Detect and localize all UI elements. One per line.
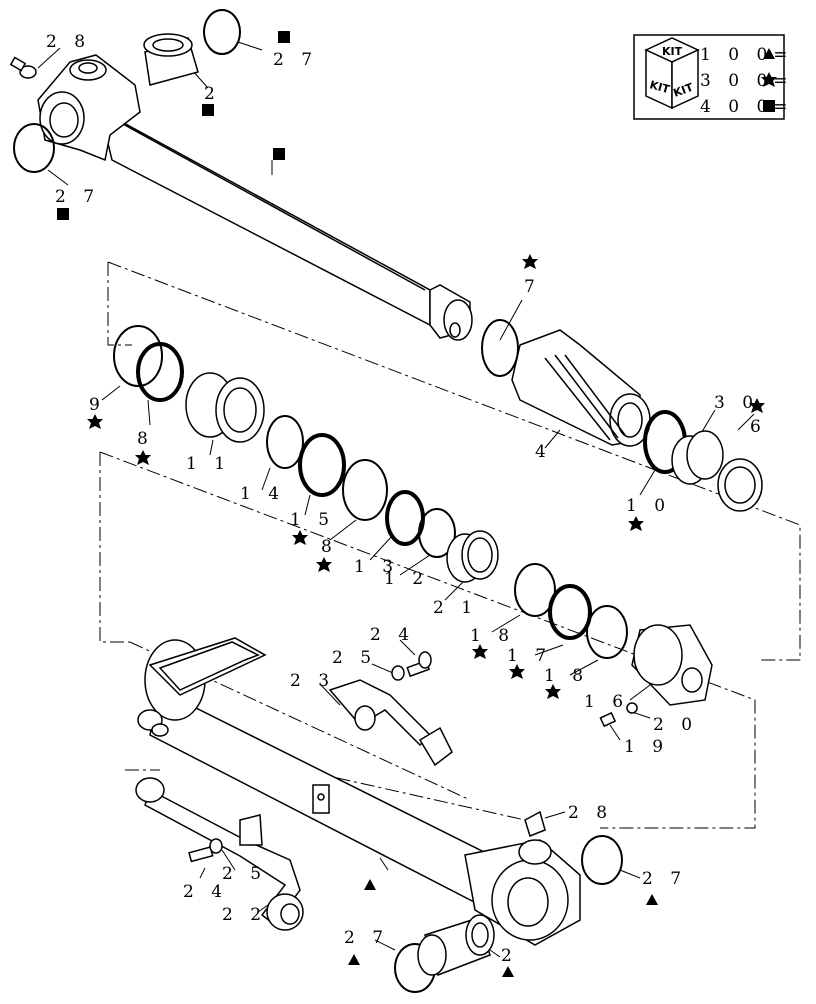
label-7: 7 [524, 277, 541, 297]
wear-ring-21 [446, 530, 499, 583]
label-16: 1 6 [584, 692, 629, 712]
label-10: 1 0 [626, 496, 671, 516]
o-ring-15 [298, 433, 346, 497]
bushing-bottom [417, 914, 495, 976]
wiper-6 [717, 458, 763, 512]
label-11: 1 1 [186, 454, 231, 474]
label-2-top: 2 [204, 84, 221, 104]
label-18-a: 1 8 [470, 626, 515, 646]
label-28-top: 2 8 [46, 32, 91, 52]
tube-23 [328, 679, 453, 767]
washer-25-top [391, 665, 405, 681]
label-24-top: 2 4 [370, 625, 415, 645]
label-2-bottom: 2 [501, 946, 518, 966]
legend-row-3: 4 0 0= [700, 97, 794, 117]
ring-18-a [514, 563, 556, 617]
seal-ring-27-left [13, 123, 55, 173]
grease-fitting-bottom [518, 810, 552, 865]
grease-fitting-top [9, 56, 37, 79]
backup-ring-8-b [342, 459, 388, 521]
label-27-top: 2 7 [273, 50, 318, 70]
washer-25-bottom [209, 838, 223, 854]
legend-row-1: 1 0 0= [700, 45, 794, 65]
label-25-top: 2 5 [332, 648, 377, 668]
label-30: 3 0 [714, 393, 759, 413]
label-19: 1 9 [624, 737, 669, 757]
label-17: 1 7 [507, 646, 552, 666]
piston-16 [631, 624, 713, 706]
bearing-11 [185, 372, 265, 443]
label-24-bottom: 2 4 [183, 882, 228, 902]
label-27-left: 2 7 [55, 187, 100, 207]
label-21: 2 1 [433, 598, 478, 618]
seal-ring-27-top [203, 9, 241, 55]
kit-cube-icon [644, 37, 700, 110]
snap-ring-14 [266, 415, 304, 469]
label-28-bottom: 2 8 [568, 803, 613, 823]
ring-18-b [586, 605, 628, 659]
label-14: 1 4 [240, 484, 285, 504]
label-13: 1 3 [354, 557, 399, 577]
label-27-bottom-right: 2 7 [642, 869, 687, 889]
label-9: 9 [89, 395, 106, 415]
rod-eye [37, 54, 141, 162]
piston-rod [98, 108, 473, 341]
part-labels: 2 8 2 7 2 2 7 7 3 0 6 9 8 4 1 1 1 4 1 0 … [46, 32, 767, 966]
port-fitting [137, 709, 169, 737]
backup-ring-9 [113, 325, 163, 387]
label-23: 2 3 [290, 671, 335, 691]
bolt-24-top [406, 651, 432, 678]
ring-12 [418, 508, 456, 558]
label-25-bottom: 2 5 [222, 864, 267, 884]
label-18-b: 1 8 [544, 666, 589, 686]
bushing-top [143, 33, 199, 86]
cylinder-barrel [144, 637, 501, 907]
ball-20 [626, 702, 638, 714]
label-8-a: 8 [137, 429, 154, 449]
label-6: 6 [750, 417, 767, 437]
kit-text-top: KIT [662, 45, 683, 58]
square-icon [763, 100, 775, 112]
bolt-24-bottom [188, 846, 214, 863]
seal-17 [548, 584, 592, 640]
ring-30 [671, 430, 724, 485]
legend-row-2: 3 0 0= [700, 71, 794, 91]
gland-4 [511, 329, 651, 447]
label-27-bottom: 2 7 [344, 928, 389, 948]
o-ring-8-a [136, 342, 184, 402]
seal-ring-27-br [581, 835, 623, 885]
set-screw-19 [599, 711, 617, 728]
label-8-b: 8 [321, 537, 338, 557]
label-4: 4 [535, 442, 552, 462]
o-ring-7 [481, 319, 519, 377]
kit-text-left: KIT [648, 78, 671, 96]
o-ring-13 [385, 490, 425, 546]
barrel-eye [464, 839, 581, 946]
kit-legend: KIT KIT KIT 1 0 0= 3 0 0= 4 0 0= [633, 34, 794, 120]
label-20: 2 0 [653, 715, 698, 735]
label-22: 2 2 [222, 905, 267, 925]
tube-22 [135, 777, 304, 931]
label-15: 1 5 [290, 510, 335, 530]
label-12: 1 2 [384, 569, 429, 589]
